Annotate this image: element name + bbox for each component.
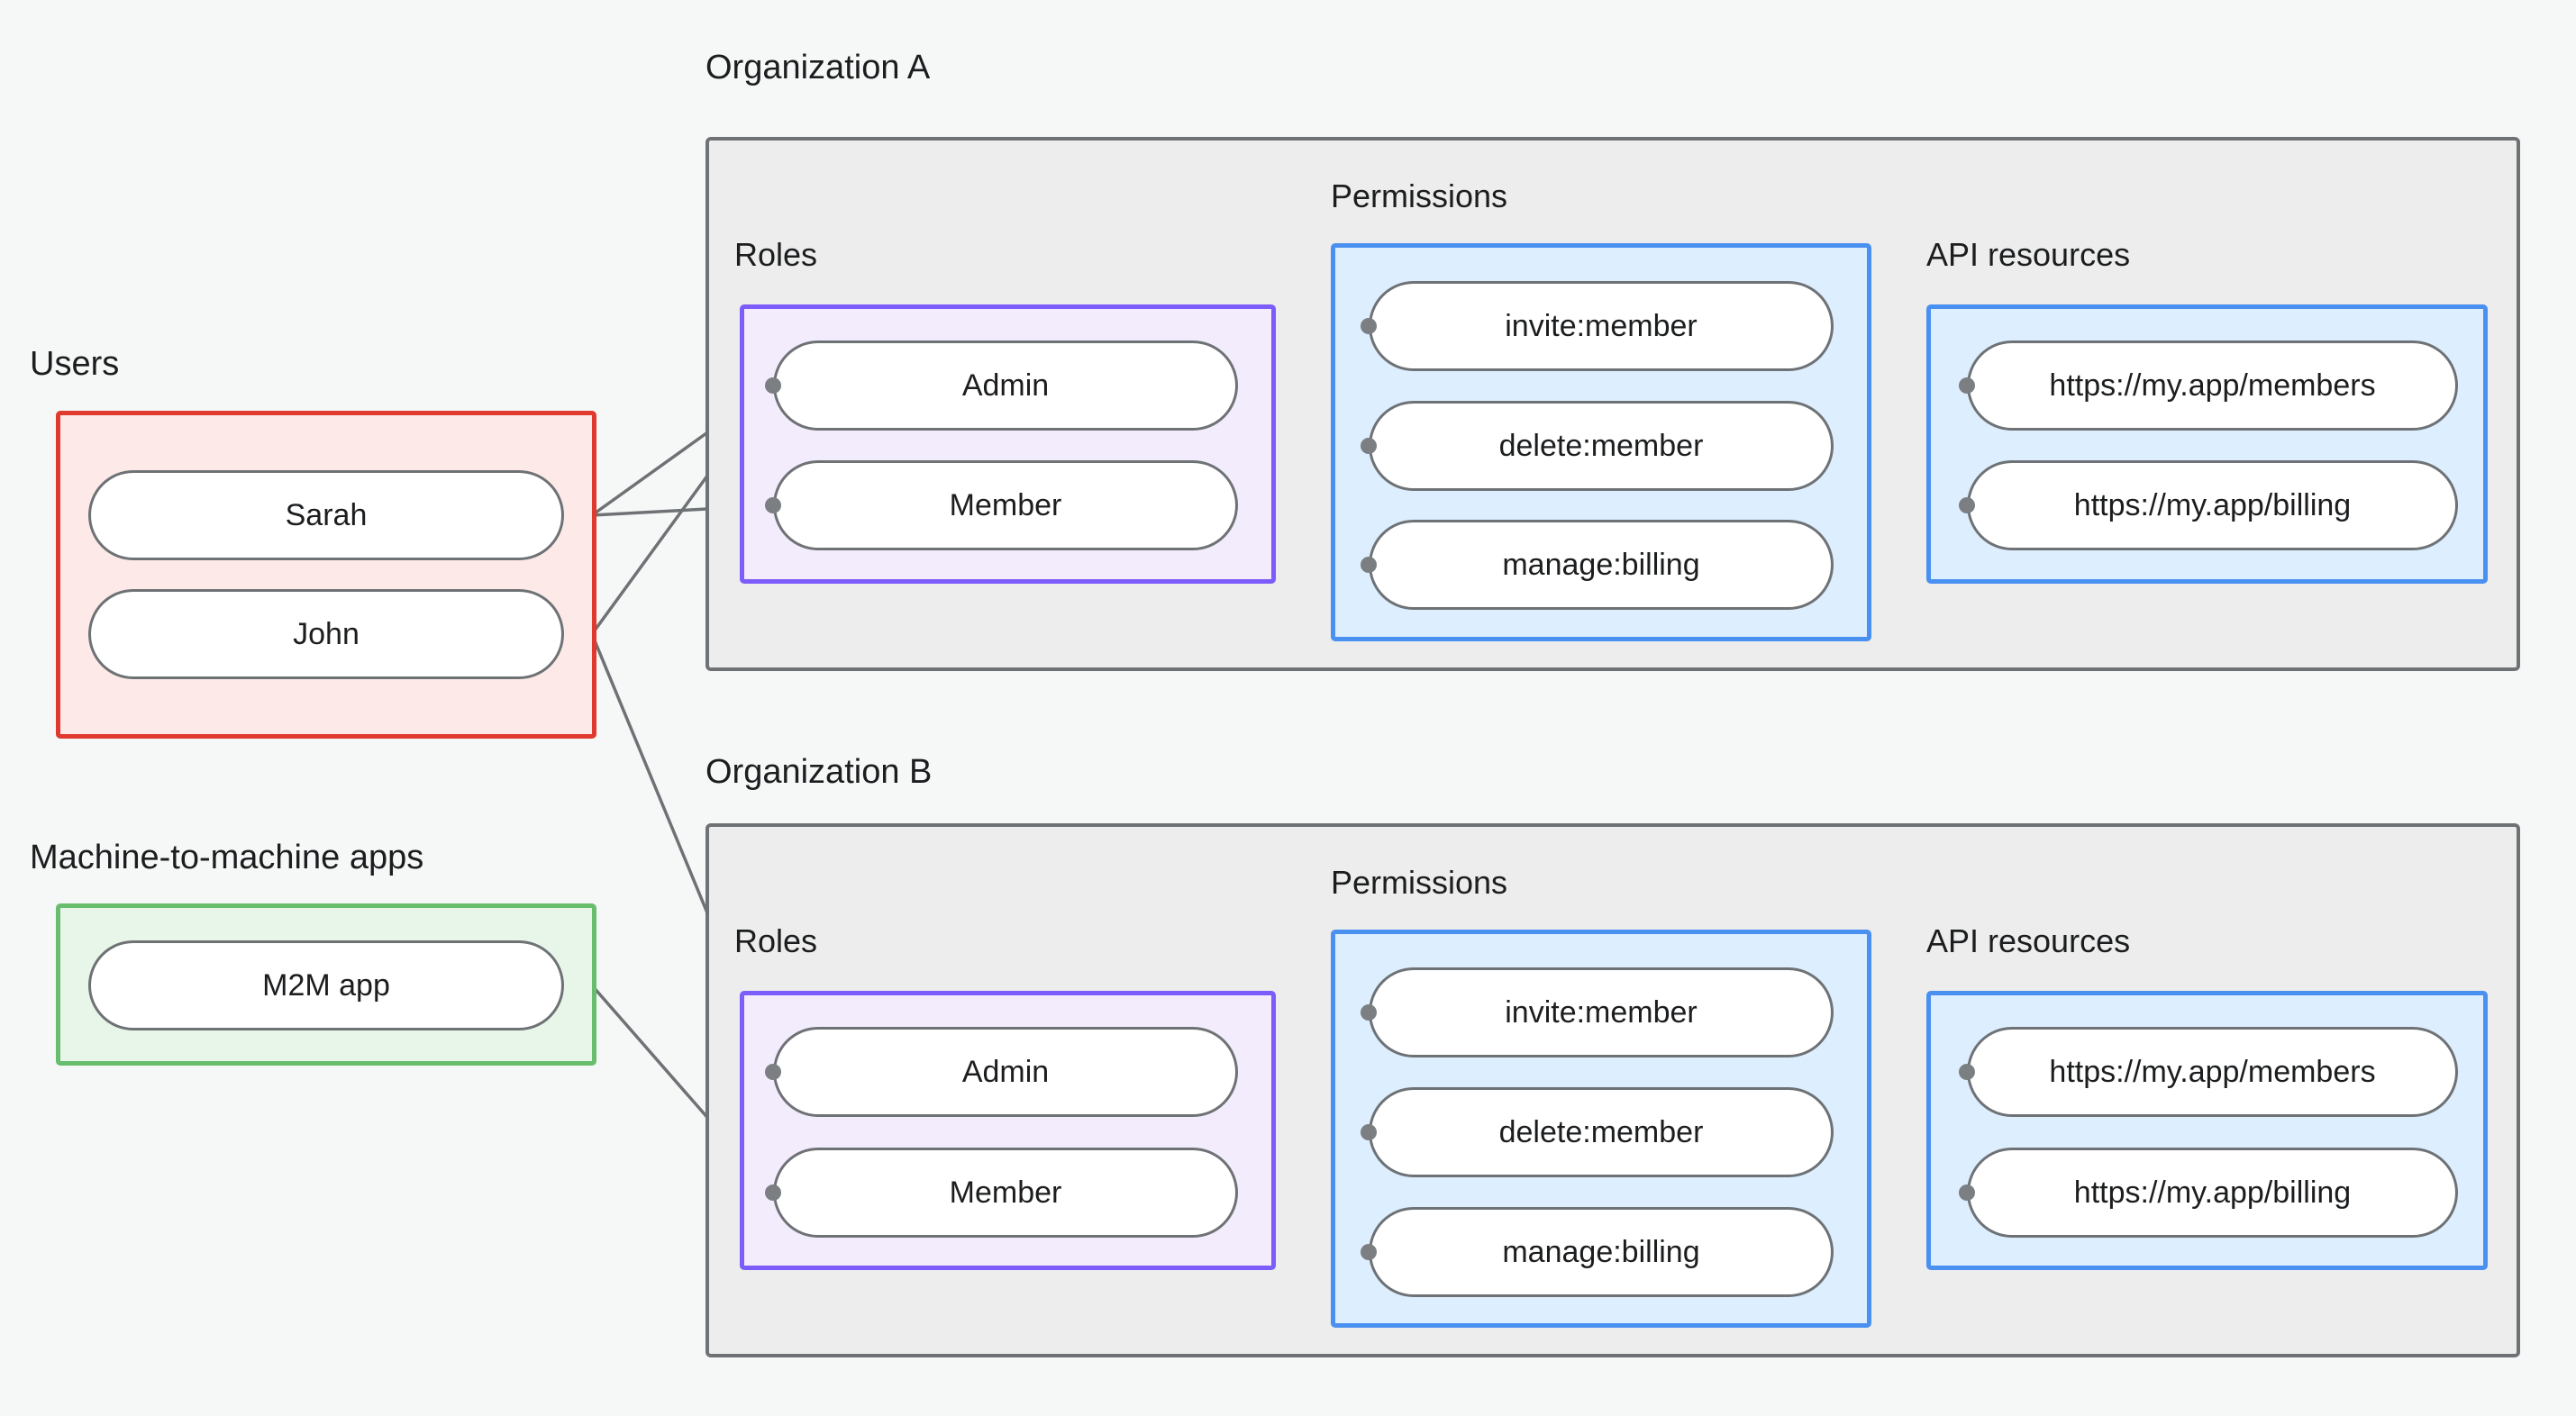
m2m-apps-label: Machine-to-machine apps bbox=[30, 839, 424, 876]
orgA-roles-label: Roles bbox=[734, 236, 818, 273]
orgA-role-member[interactable]: Member bbox=[773, 460, 1238, 550]
orgB-roles-label: Roles bbox=[734, 922, 818, 959]
m2m-app-item[interactable]: M2M app bbox=[88, 940, 564, 1030]
user-sarah[interactable]: Sarah bbox=[88, 470, 564, 560]
orgB-api-resource-members[interactable]: https://my.app/members bbox=[1967, 1027, 2458, 1117]
orgA-permissions-label: Permissions bbox=[1331, 177, 1508, 214]
users-label: Users bbox=[30, 345, 120, 383]
orgB-permissions-label: Permissions bbox=[1331, 864, 1508, 901]
users-container bbox=[56, 411, 596, 739]
organization-b-label: Organization B bbox=[705, 753, 933, 791]
orgB-role-admin[interactable]: Admin bbox=[773, 1027, 1238, 1117]
orgB-permission-manage-billing[interactable]: manage:billing bbox=[1369, 1207, 1834, 1297]
orgB-permission-delete-member[interactable]: delete:member bbox=[1369, 1087, 1834, 1177]
orgB-permission-invite-member[interactable]: invite:member bbox=[1369, 967, 1834, 1057]
orgA-role-admin[interactable]: Admin bbox=[773, 340, 1238, 431]
orgA-api-resources-label: API resources bbox=[1926, 236, 2131, 273]
orgA-api-resource-billing[interactable]: https://my.app/billing bbox=[1967, 460, 2458, 550]
orgB-api-resources-label: API resources bbox=[1926, 922, 2131, 959]
orgB-api-resource-billing[interactable]: https://my.app/billing bbox=[1967, 1148, 2458, 1238]
organization-a-label: Organization A bbox=[705, 49, 931, 86]
orgA-permission-invite-member[interactable]: invite:member bbox=[1369, 281, 1834, 371]
orgA-api-resource-members[interactable]: https://my.app/members bbox=[1967, 340, 2458, 431]
user-john[interactable]: John bbox=[88, 589, 564, 679]
orgB-role-member[interactable]: Member bbox=[773, 1148, 1238, 1238]
orgA-permission-manage-billing[interactable]: manage:billing bbox=[1369, 520, 1834, 610]
orgA-permission-delete-member[interactable]: delete:member bbox=[1369, 401, 1834, 491]
